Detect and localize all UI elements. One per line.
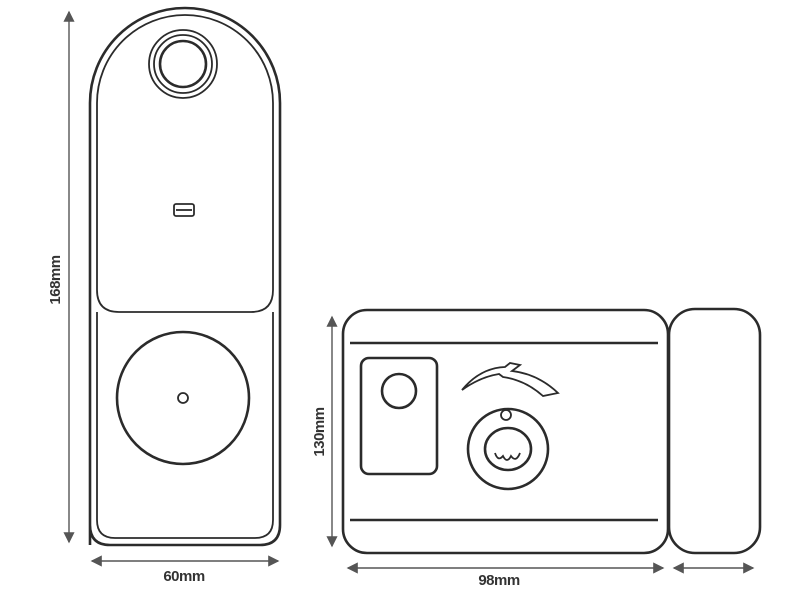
lock-body (341, 308, 670, 555)
sensor-icon (173, 203, 195, 217)
key-knob (466, 407, 550, 491)
rotate-arrow-icon (461, 362, 560, 397)
camera-icon (148, 29, 218, 99)
front-width-label: 60mm (163, 568, 205, 585)
lock-module (359, 356, 439, 476)
front-panel (88, 6, 282, 547)
lock-width-label: 98mm (478, 572, 520, 589)
strike-plate (667, 307, 762, 555)
front-height-label: 168mm (47, 255, 64, 304)
doorbell-button (115, 330, 251, 466)
lock-height-label: 130mm (311, 407, 328, 456)
